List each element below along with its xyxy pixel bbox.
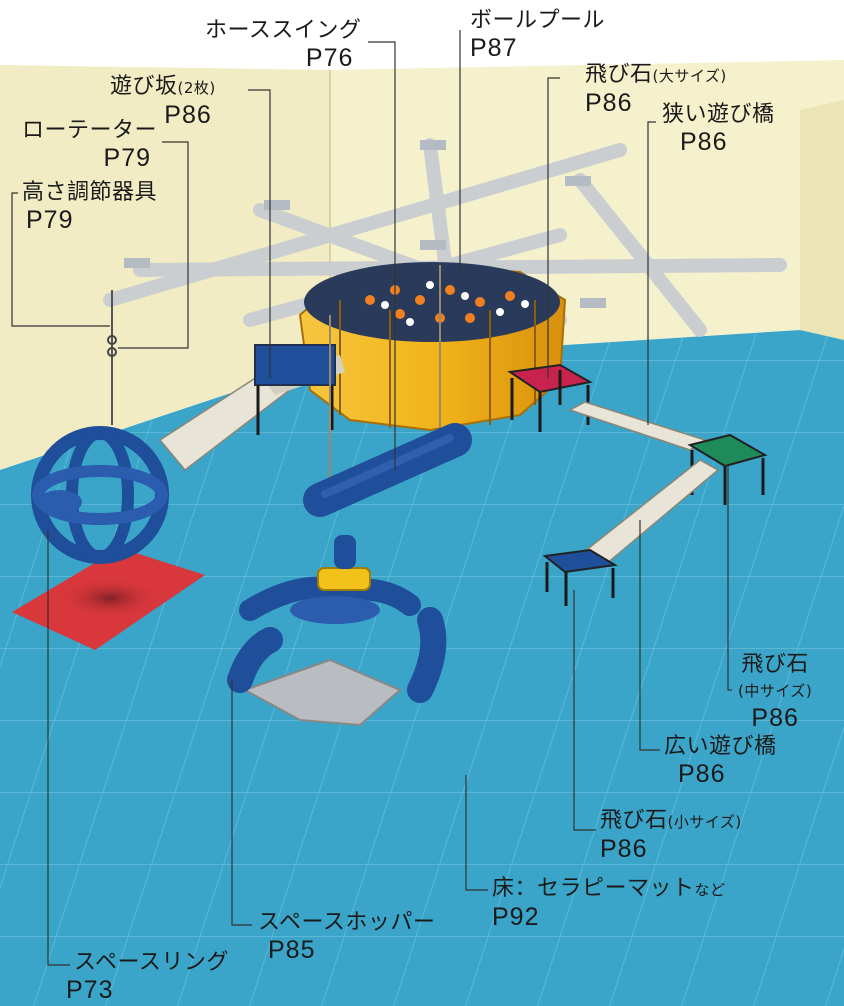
floor-page: P92 — [492, 903, 540, 931]
stone-large-note: (大サイズ) — [652, 67, 727, 85]
wide-bridge-name: 広い遊び橋 — [664, 734, 777, 759]
ball-pool-page: P87 — [470, 34, 518, 62]
slope-page: P86 — [164, 101, 212, 129]
narrow-bridge-name: 狭い遊び橋 — [662, 102, 775, 127]
hose-swing — [303, 265, 472, 517]
label-space-ring: スペースリング P73 — [66, 950, 229, 1004]
label-space-hopper: スペースホッパー P85 — [258, 910, 435, 964]
rotator-page: P79 — [103, 144, 152, 172]
stone-small-page: P86 — [600, 835, 648, 863]
space-ring-page: P73 — [66, 976, 114, 1004]
space-hopper-page: P85 — [268, 936, 316, 964]
right-wall — [800, 100, 844, 340]
label-ball-pool: ボールプール P87 — [470, 8, 605, 62]
label-narrow-bridge: 狭い遊び橋 P86 — [662, 102, 775, 156]
space-ring — [31, 290, 169, 564]
label-height-adjuster: 高さ調節器具 P79 — [22, 180, 157, 234]
stone-large-page: P86 — [585, 89, 633, 117]
space-hopper — [227, 535, 447, 727]
rotator-name: ローテーター — [22, 118, 158, 143]
height-adjuster-page: P79 — [26, 206, 74, 234]
hose-swing-page: P76 — [305, 44, 354, 72]
ball-pool-name: ボールプール — [470, 8, 606, 33]
label-slope: 遊び坂(2枚) P86 — [110, 74, 216, 129]
stepping-stone-large — [507, 363, 593, 432]
floor-note: など — [694, 881, 726, 899]
label-wide-bridge: 広い遊び橋 P86 — [664, 734, 777, 788]
stepping-stone-small — [542, 548, 618, 606]
label-hose-swing: ホーススイング P76 — [205, 18, 361, 72]
ball-pool — [298, 262, 567, 432]
label-stepping-stone-small: 飛び石(小サイズ) P86 — [600, 808, 742, 863]
stone-large-name: 飛び石 — [585, 62, 653, 87]
space-hopper-name: スペースホッパー — [258, 910, 436, 935]
height-adjuster-name: 高さ調節器具 — [22, 180, 158, 205]
ceiling-mounts — [124, 140, 606, 308]
stepping-stone-medium — [687, 433, 768, 505]
stone-medium-page: P86 — [751, 704, 799, 732]
stone-medium-note: (中サイズ) — [738, 682, 813, 700]
narrow-bridge-page: P86 — [680, 128, 728, 156]
floor-name: 床：セラピーマット — [492, 876, 695, 901]
label-stepping-stone-medium: 飛び石 (中サイズ) P86 — [738, 652, 812, 732]
red-mat — [12, 548, 205, 650]
wide-bridge-page: P86 — [678, 760, 726, 788]
label-floor: 床：セラピーマットなど P92 — [492, 876, 726, 931]
stone-medium-name: 飛び石 — [741, 652, 809, 677]
space-ring-name: スペースリング — [74, 950, 229, 975]
leader-lines — [11, 30, 732, 966]
label-stepping-stone-large: 飛び石(大サイズ) P86 — [585, 62, 727, 117]
slopes — [158, 344, 345, 472]
stone-small-note: (小サイズ) — [667, 813, 742, 831]
stone-small-name: 飛び石 — [600, 808, 668, 833]
hose-swing-name: ホーススイング — [205, 18, 362, 43]
label-rotator: ローテーター P79 — [22, 118, 157, 172]
slope-name: 遊び坂 — [110, 74, 178, 99]
slope-note: (2枚) — [177, 79, 216, 97]
narrow-bridge — [568, 401, 707, 451]
